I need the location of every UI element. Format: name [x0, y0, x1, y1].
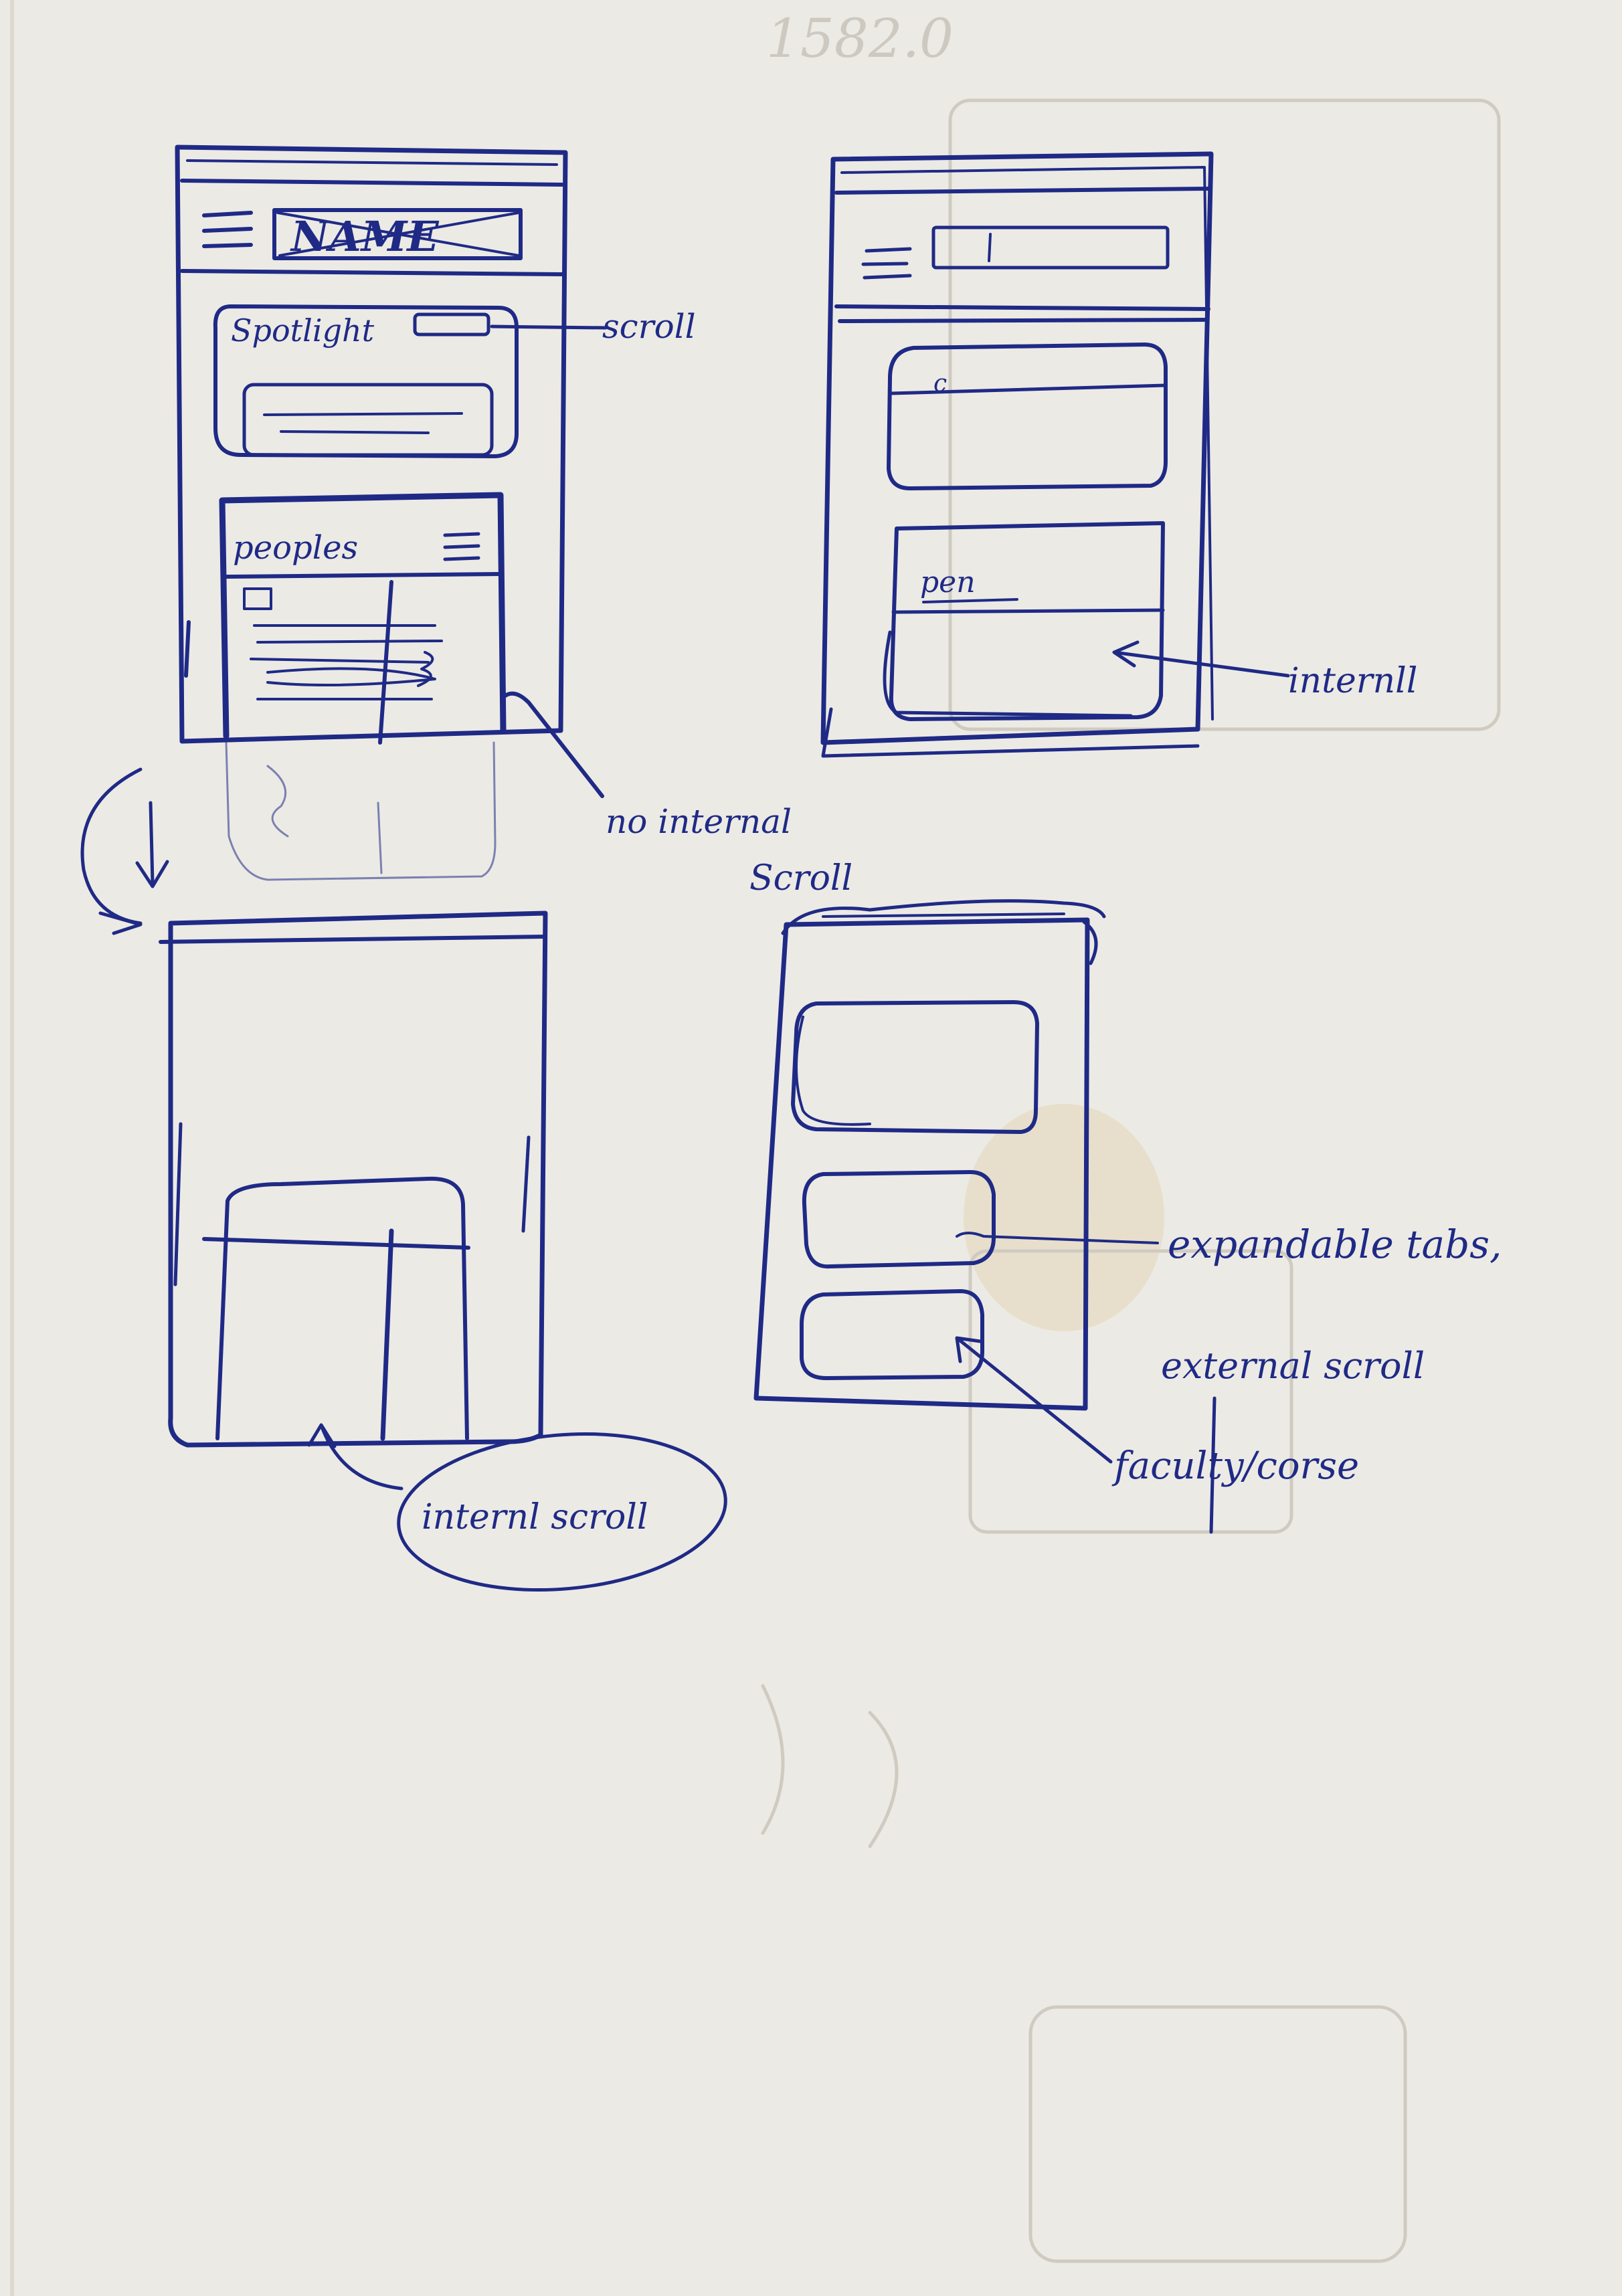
corner-page-mark: 1582.0 [766, 7, 954, 70]
sketch-1-header-bar [180, 179, 564, 276]
sketch-2-top-card [887, 343, 1168, 490]
sketch-3-wireframe: internl scroll [159, 911, 727, 1592]
curved-arrow-down-icon [80, 767, 169, 935]
internal-scroll-leader [1112, 640, 1290, 678]
internal-scroll-leader-2 [307, 1423, 403, 1491]
expandable-tabs-note: expandable tabs, [1168, 1222, 1502, 1267]
scroll-leader-line [490, 324, 608, 330]
sketch-4-expandable-tab [802, 1170, 996, 1269]
sketch-1-wireframe: NAME Spotlight scroll peoples [80, 145, 696, 935]
no-internal-note: no internal [606, 802, 792, 841]
sketch-2-card-mark: c [933, 370, 947, 397]
sketch-1-phone-frame [175, 145, 568, 744]
spotlight-inner-item [242, 383, 494, 457]
internal-scroll-bubble [397, 1432, 727, 1592]
spotlight-label: Spotlight [231, 312, 375, 349]
sketch-4-phone-frame [753, 917, 1090, 1411]
coffee-stain [964, 1104, 1164, 1331]
hamburger-menu-icon [861, 247, 912, 280]
sketch-4-faculty-card [800, 1289, 984, 1380]
name-header-label: NAME [290, 212, 439, 261]
sketch-2-header-bar [834, 187, 1210, 323]
pen-card-label: pen [920, 565, 976, 599]
peoples-panel [219, 492, 507, 739]
sketch-3-column-divider [380, 1228, 394, 1441]
sketch-4-card-top [791, 1000, 1039, 1134]
faculty-leader-line [955, 1336, 1113, 1464]
hamburger-menu-icon [202, 211, 253, 248]
sketch-2-phone-frame [820, 151, 1214, 745]
internal-scroll-note: internll [1288, 661, 1417, 701]
scroll-note-2: Scroll [749, 858, 852, 898]
sketch-2-search-box [931, 225, 1170, 270]
faculty-course-note: faculty/corse [1111, 1444, 1359, 1488]
no-internal-scroll-annotation: no internal Scroll [503, 691, 852, 898]
peoples-avatar [243, 587, 272, 610]
peoples-label: peoples [233, 529, 358, 567]
internal-scroll-note-2: internl scroll [422, 1497, 648, 1537]
sketch-2-scroll-card [889, 521, 1165, 721]
scroll-note: scroll [602, 307, 696, 346]
spotlight-scroll-button [413, 312, 490, 337]
bleed-through-marks: 1582.0 [761, 7, 1501, 2263]
sketch-4-wireframe: expandable tabs, external scroll faculty… [753, 899, 1502, 1534]
peoples-menu-icon [443, 532, 480, 561]
sketch-2-wireframe: c pen internll [820, 151, 1417, 758]
peoples-overflow-content [225, 741, 497, 881]
external-scroll-note: external scroll [1161, 1345, 1425, 1387]
name-header-box [272, 208, 523, 260]
